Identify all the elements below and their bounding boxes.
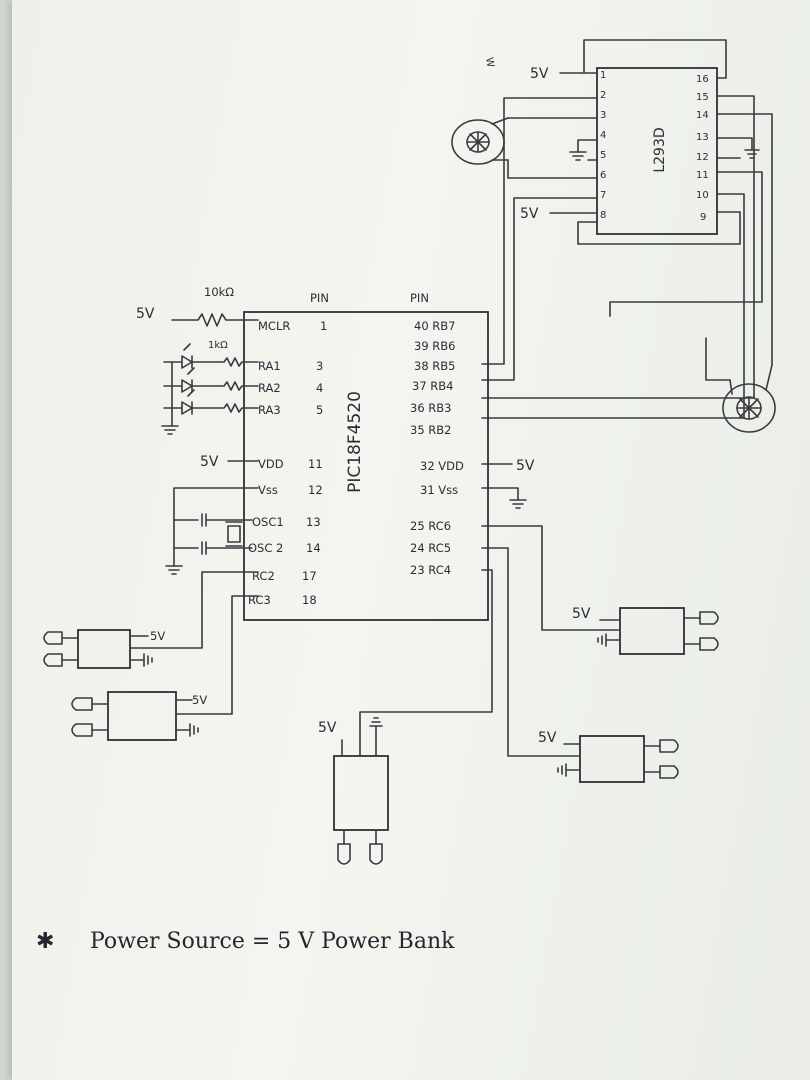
- pin-ra1-label: RA1: [258, 359, 281, 373]
- sensor-2-body: [107, 691, 177, 741]
- ir-sensor-5: 5V: [318, 569, 493, 865]
- l293d-pin-12: 12: [696, 152, 709, 163]
- sensor-1-5v: 5V: [150, 629, 165, 643]
- pic-name: PIC18F4520: [345, 391, 365, 493]
- pin-mclr-label: MCLR: [258, 319, 290, 333]
- pin-rc3-num: 18: [302, 593, 317, 607]
- corner-mark: W: [483, 57, 496, 69]
- left-motor-wheel-icon: [451, 117, 509, 165]
- pic18f4520-mcu: PIC18F4520 PIN PIN MCLR 1 RA1 3 RA2 4 RA…: [243, 291, 535, 621]
- l293d-pin-2: 2: [600, 90, 606, 101]
- pic-right-pins: 40 RB7 39 RB6 38 RB5 37 RB4 36 RB3 35 RB…: [410, 319, 464, 577]
- mclr-5v-label: 5V: [136, 306, 155, 322]
- paper-sheet: W L293D 1 2 3 4 5 6 7 8 16 15 14 13 12 1…: [12, 0, 810, 1080]
- l293d-pin-5: 5: [600, 150, 606, 161]
- pin-vss-label: Vss: [258, 483, 278, 497]
- l293d-pin-7: 7: [600, 190, 606, 201]
- pin-rc3-label: RC3: [248, 593, 271, 607]
- pin-osc1-num: 13: [306, 515, 321, 529]
- ir-sensor-4: 5V: [481, 547, 679, 783]
- pin-osc2-num: 14: [306, 541, 321, 555]
- pin-rb7: 40 RB7: [414, 319, 456, 333]
- pic-left-pin-header: PIN: [310, 291, 329, 305]
- pic-left-pins: MCLR 1 RA1 3 RA2 4 RA3 5 VDD 11 Vss 12 O…: [248, 319, 327, 607]
- l293d-pin-16: 16: [696, 74, 709, 85]
- pin-vss-num: 12: [308, 483, 323, 497]
- sensor-4-body: [579, 735, 645, 783]
- pin-osc1-label: OSC1: [252, 515, 284, 529]
- l293d-pin-13: 13: [696, 132, 709, 143]
- pin-vdd-label: VDD: [258, 457, 284, 471]
- power-source-footnote: ✱ Power Source = 5 V Power Bank: [36, 929, 455, 954]
- pin-rc5: 24 RC5: [410, 541, 451, 555]
- pic-vdd-right-5v: 5V: [516, 458, 535, 474]
- pin-vdd-right: 32 VDD: [420, 459, 464, 473]
- pic-body: [243, 311, 489, 621]
- right-motor-wheel-icon: [722, 364, 776, 433]
- pin-rc2-label: RC2: [252, 569, 275, 583]
- l293d-name: L293D: [652, 127, 668, 172]
- sensor-4-5v: 5V: [538, 730, 557, 746]
- sensor-1-body: [77, 629, 131, 669]
- footnote-text: Power Source = 5 V Power Bank: [90, 929, 455, 954]
- l293d-pin-9: 9: [700, 212, 706, 223]
- l293d-pin-3: 3: [600, 110, 606, 121]
- l293d-vss-label: 5V: [530, 66, 549, 82]
- pin-rc2-num: 17: [302, 569, 317, 583]
- sensor-5-5v: 5V: [318, 720, 337, 736]
- pin-rb5: 38 RB5: [414, 359, 456, 373]
- pin-ra3-label: RA3: [258, 403, 281, 417]
- pin-osc2-label: OSC 2: [248, 541, 283, 555]
- pin-ra2-label: RA2: [258, 381, 281, 395]
- footnote-star-icon: ✱: [36, 929, 54, 954]
- pin-ra3-num: 5: [316, 403, 323, 417]
- pin-rb2: 35 RB2: [410, 423, 452, 437]
- sensor-3-body: [619, 607, 685, 655]
- mclr-resistor: 5V 10kΩ: [136, 285, 259, 327]
- schematic-diagram: W L293D 1 2 3 4 5 6 7 8 16 15 14 13 12 1…: [36, 39, 776, 954]
- l293d-pin-15: 15: [696, 92, 709, 103]
- l293d-pin-14: 14: [696, 110, 709, 121]
- mclr-resistor-label: 10kΩ: [204, 285, 234, 299]
- pic-vdd-left-5v: 5V: [200, 454, 219, 470]
- l293d-pin-4: 4: [600, 130, 606, 141]
- led-resistor-label: 1kΩ: [208, 340, 228, 351]
- pin-rc4: 23 RC4: [410, 563, 451, 577]
- ir-sensor-2: 5V: [71, 595, 259, 741]
- l293d-driver: L293D 1 2 3 4 5 6 7 8 16 15 14 13 12 11 …: [481, 39, 773, 419]
- pin-mclr-num: 1: [320, 319, 327, 333]
- ir-sensor-3: 5V: [481, 525, 719, 655]
- sensor-3-5v: 5V: [572, 606, 591, 622]
- pin-vss-right: 31 Vss: [420, 483, 458, 497]
- l293d-body: [596, 67, 718, 235]
- l293d-pin-8: 8: [600, 210, 606, 221]
- status-leds: 1kΩ: [161, 340, 259, 435]
- l293d-vs-label: 5V: [520, 206, 539, 222]
- pin-ra2-num: 4: [316, 381, 323, 395]
- sensor-5-body: [333, 755, 389, 831]
- l293d-pin-6: 6: [600, 170, 606, 181]
- l293d-left-pin-numbers: 1 2 3 4 5 6 7 8: [600, 70, 606, 221]
- pin-rc6: 25 RC6: [410, 519, 451, 533]
- l293d-pin-11: 11: [696, 170, 709, 181]
- l293d-pin-1: 1: [600, 70, 606, 81]
- pin-rb6: 39 RB6: [414, 339, 456, 353]
- pin-rb3: 36 RB3: [410, 401, 452, 415]
- pin-vdd-num: 11: [308, 457, 323, 471]
- pin-rb4: 37 RB4: [412, 379, 454, 393]
- l293d-right-pin-numbers: 16 15 14 13 12 11 10 9: [696, 74, 709, 223]
- l293d-pin-10: 10: [696, 190, 709, 201]
- pin-ra1-num: 3: [316, 359, 323, 373]
- ir-sensor-1: 5V: [43, 571, 259, 669]
- sensor-2-5v: 5V: [192, 693, 207, 707]
- pic-right-pin-header: PIN: [410, 291, 429, 305]
- crystal-oscillator: [165, 487, 259, 575]
